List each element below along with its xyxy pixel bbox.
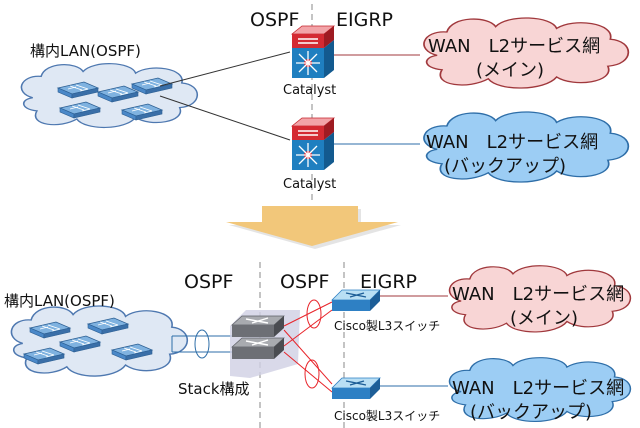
bottom-ospf-left-label: OSPF: [184, 271, 233, 293]
stack-switch-icon: [230, 310, 300, 378]
top-ospf-label: OSPF: [250, 9, 299, 31]
top-lan-cloud: [20, 62, 199, 129]
top-switch-label-1: Catalyst: [283, 83, 336, 98]
bottom-ospf-right-label: OSPF: [280, 271, 329, 293]
bottom-switch-label-1: Cisco製L3スイッチ: [334, 319, 440, 333]
bottom-wan-main-line1: WAN L2サービス網: [452, 284, 624, 305]
bottom-wan-main-line2: (メイン): [510, 308, 578, 329]
bottom-lan-cloud: [10, 305, 189, 377]
bottom-eigrp-label: EIGRP: [360, 271, 417, 293]
top-eigrp-label: EIGRP: [336, 9, 393, 31]
bottom-wan-backup-line2: (バックアップ): [470, 402, 592, 423]
catalyst-switch-icon: [291, 117, 335, 171]
top-lan-label: 構内LAN(OSPF): [30, 42, 141, 60]
top-link-lan-cat1: [159, 51, 291, 87]
top-link-lan-cat2: [159, 95, 291, 141]
bottom-red-links: [283, 299, 333, 393]
top-wan-backup-line1: WAN L2サービス網: [426, 132, 598, 153]
l3-switch-icon: [331, 289, 381, 312]
link-bundle-ring: [194, 329, 210, 359]
l3-switch-icon: [331, 377, 381, 400]
top-wan-main-line1: WAN L2サービス網: [428, 36, 600, 57]
catalyst-switch-icon: [291, 25, 335, 79]
top-switch-label-2: Catalyst: [283, 177, 336, 192]
bottom-switch-label-2: Cisco製L3スイッチ: [334, 409, 440, 423]
bottom-section: OSPF OSPF EIGRP 構内LAN(OSPF) Stack構成: [4, 262, 632, 428]
bottom-lan-label: 構内LAN(OSPF): [4, 292, 115, 310]
bottom-stack-label: Stack構成: [178, 380, 250, 398]
top-wan-backup-line2: (バックアップ): [444, 156, 566, 177]
transition-arrow-icon: [226, 206, 401, 249]
top-section: OSPF EIGRP 構内LAN(OSPF) Catalyst Catalyst…: [20, 4, 630, 200]
bottom-wan-backup-line1: WAN L2サービス網: [452, 378, 624, 399]
top-wan-main-line2: (メイン): [476, 60, 544, 81]
